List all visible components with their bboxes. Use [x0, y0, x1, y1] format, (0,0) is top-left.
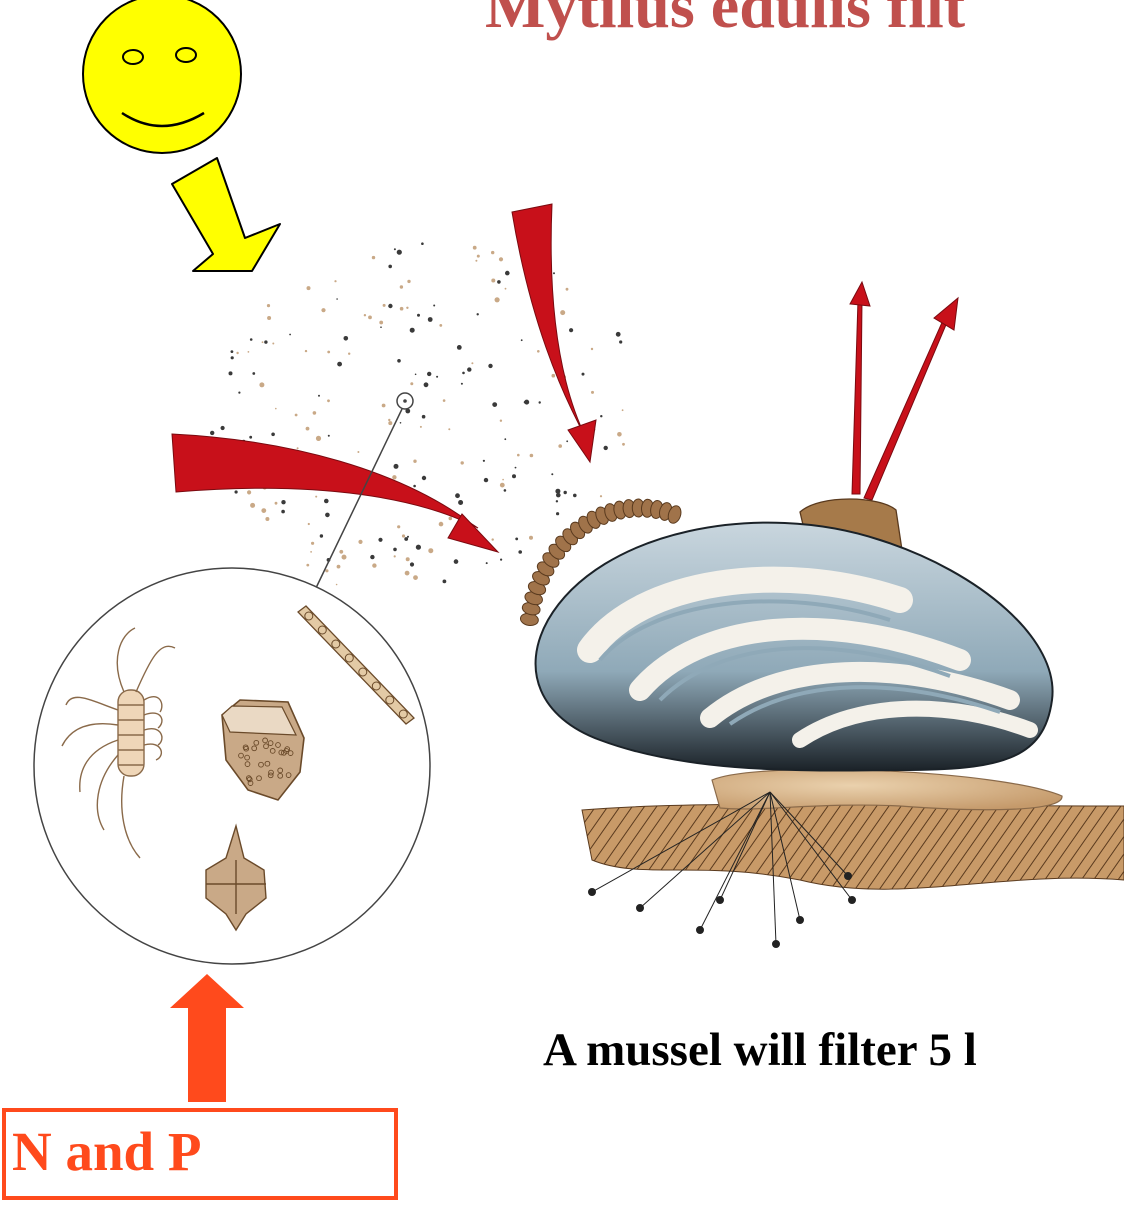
slide-caption: A mussel will filter 5 l [543, 1027, 977, 1074]
nutrient-box: N and P [2, 1108, 398, 1200]
nutrient-label: N and P [12, 1124, 202, 1179]
up-arrow-icon [170, 974, 244, 1102]
slide-title: Mytilus edulis filt [485, 0, 965, 38]
